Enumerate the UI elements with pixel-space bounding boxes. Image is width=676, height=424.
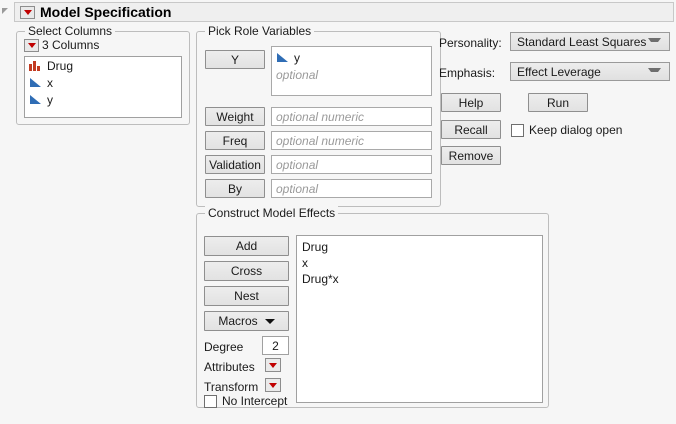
run-button[interactable]: Run	[528, 93, 588, 112]
y-role-value-row[interactable]: y	[272, 49, 431, 66]
red-triangle-glyph	[23, 9, 32, 15]
column-name: y	[47, 92, 53, 107]
weight-role-placeholder: optional numeric	[276, 109, 365, 124]
emphasis-value: Effect Leverage	[517, 64, 601, 79]
columns-listbox[interactable]: Drug x y	[24, 56, 182, 118]
y-role-label: Y	[230, 52, 239, 67]
y-role-placeholder: optional	[276, 67, 319, 82]
keep-dialog-open-checkbox[interactable]: Keep dialog open	[511, 123, 622, 137]
nest-effect-button[interactable]: Nest	[204, 286, 289, 306]
emphasis-select[interactable]: Effect Leverage	[510, 62, 670, 81]
checkbox-box[interactable]	[204, 394, 217, 408]
y-role-placeholder-row: optional	[272, 66, 431, 83]
list-item[interactable]: y	[25, 91, 181, 108]
emphasis-label: Emphasis:	[439, 66, 496, 80]
keep-dialog-open-label: Keep dialog open	[529, 123, 623, 137]
page-title: Model Specification	[40, 4, 172, 20]
remove-label: Remove	[448, 148, 494, 163]
red-triangle-glyph	[27, 42, 36, 48]
remove-button[interactable]: Remove	[441, 146, 501, 165]
help-label: Help	[458, 95, 484, 110]
red-triangle-menu-icon[interactable]	[20, 5, 35, 19]
attributes-menu-icon[interactable]	[265, 358, 281, 372]
transform-menu-icon[interactable]	[265, 378, 281, 392]
pick-role-variables-title: Pick Role Variables	[205, 24, 315, 38]
personality-select[interactable]: Standard Least Squares	[510, 32, 670, 51]
freq-role-field[interactable]: optional numeric	[271, 131, 432, 150]
run-label: Run	[546, 95, 569, 110]
continuous-triangle-icon	[29, 77, 42, 88]
transform-label: Transform	[204, 380, 259, 394]
red-triangle-glyph	[269, 362, 277, 368]
add-effect-button[interactable]: Add	[204, 236, 289, 256]
freq-role-placeholder: optional numeric	[276, 133, 365, 148]
continuous-triangle-icon	[276, 52, 289, 63]
personality-label: Personality:	[439, 36, 502, 50]
model-effects-listbox[interactable]: Drug x Drug*x	[296, 235, 543, 403]
help-button[interactable]: Help	[441, 93, 501, 112]
red-triangle-glyph	[269, 382, 277, 388]
degree-label: Degree	[204, 340, 244, 354]
triangle-down-icon	[264, 318, 275, 324]
validation-role-button[interactable]: Validation	[205, 155, 265, 174]
checkbox-box[interactable]	[511, 123, 524, 137]
weight-role-field[interactable]: optional numeric	[271, 107, 432, 126]
recall-button[interactable]: Recall	[441, 120, 501, 139]
by-role-label: By	[227, 181, 242, 196]
list-item[interactable]: Drug*x	[302, 272, 339, 286]
by-role-button[interactable]: By	[205, 179, 265, 198]
column-name: Drug	[47, 58, 74, 73]
nominal-bars-icon	[29, 60, 42, 71]
cross-label: Cross	[230, 264, 263, 278]
select-columns-title: Select Columns	[25, 24, 116, 38]
macros-label: Macros	[218, 314, 258, 328]
validation-role-placeholder: optional	[276, 157, 319, 172]
no-intercept-checkbox[interactable]: No Intercept	[204, 394, 287, 408]
attributes-label: Attributes	[204, 360, 255, 374]
cross-effect-button[interactable]: Cross	[204, 261, 289, 281]
weight-role-label: Weight	[216, 109, 254, 124]
by-role-placeholder: optional	[276, 181, 319, 196]
freq-role-button[interactable]: Freq	[205, 131, 265, 150]
chevron-down-icon	[648, 67, 661, 76]
construct-model-effects-group: Construct Model Effects	[196, 206, 549, 408]
chevron-down-icon	[648, 37, 661, 46]
list-item[interactable]: Drug	[25, 57, 181, 74]
degree-value: 2	[272, 338, 279, 353]
y-role-value: y	[294, 50, 300, 65]
recall-label: Recall	[454, 122, 488, 137]
validation-role-label: Validation	[209, 157, 261, 172]
columns-count-label: 3 Columns	[42, 38, 100, 52]
select-columns-group: Select Columns	[16, 24, 190, 125]
continuous-triangle-icon	[29, 94, 42, 105]
y-role-button[interactable]: Y	[205, 50, 265, 69]
collapse-triangle-icon[interactable]	[2, 8, 8, 14]
degree-input[interactable]: 2	[262, 336, 289, 355]
personality-value: Standard Least Squares	[517, 34, 647, 49]
y-role-field[interactable]: y optional	[271, 46, 432, 96]
columns-menu-icon[interactable]	[24, 38, 39, 52]
list-item[interactable]: x	[302, 256, 308, 270]
nest-label: Nest	[234, 289, 259, 303]
freq-role-label: Freq	[222, 133, 248, 148]
list-item[interactable]: Drug	[302, 240, 329, 254]
validation-role-field[interactable]: optional	[271, 155, 432, 174]
add-label: Add	[235, 239, 258, 253]
macros-button[interactable]: Macros	[204, 311, 289, 331]
list-item[interactable]: x	[25, 74, 181, 91]
window-title-bar: Model Specification	[14, 2, 674, 22]
by-role-field[interactable]: optional	[271, 179, 432, 198]
construct-model-effects-title: Construct Model Effects	[205, 206, 339, 220]
weight-role-button[interactable]: Weight	[205, 107, 265, 126]
no-intercept-label: No Intercept	[222, 394, 288, 408]
columns-count-header[interactable]: 3 Columns	[24, 38, 99, 52]
column-name: x	[47, 75, 53, 90]
